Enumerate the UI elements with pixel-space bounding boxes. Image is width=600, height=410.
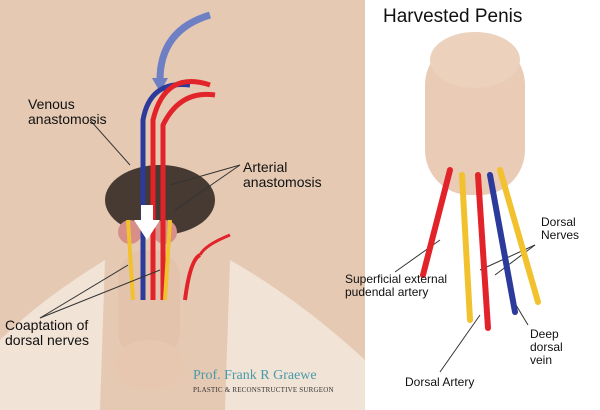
red-arrow bbox=[198, 233, 231, 256]
artery-left-2 bbox=[160, 91, 216, 300]
panel-title: Harvested Penis bbox=[383, 6, 523, 27]
signature-name: Prof. Frank R Graewe bbox=[193, 368, 317, 383]
pubic-area bbox=[105, 165, 215, 235]
dorsal-nerve-2 bbox=[497, 167, 541, 305]
label-dorsal-nerves: Dorsal Nerves bbox=[541, 215, 580, 242]
signature-subtitle: PLASTIC & RECONSTRUCTIVE SURGEON bbox=[193, 386, 334, 394]
dorsal-artery bbox=[475, 172, 491, 331]
flow-arrow-top bbox=[156, 11, 212, 81]
deep-dorsal-vein bbox=[487, 172, 518, 315]
label-coaptation: Coaptation of dorsal nerves bbox=[5, 317, 90, 348]
label-deep-dorsal-vein: Deep dorsal vein bbox=[530, 327, 563, 367]
artery-left-1 bbox=[150, 79, 211, 300]
dorsal-nerve-1 bbox=[459, 172, 473, 323]
white-arrow bbox=[134, 205, 160, 240]
label-venous-anastomosis: Venous anastomosis bbox=[28, 96, 107, 127]
nerve-left-1 bbox=[126, 219, 135, 301]
glans-left bbox=[114, 340, 184, 390]
label-arterial-anastomosis: Arterial anastomosis bbox=[243, 159, 322, 190]
label-superficial-artery: Superficial external pudendal artery bbox=[345, 272, 448, 299]
superficial-artery bbox=[420, 167, 453, 278]
label-dorsal-artery: Dorsal Artery bbox=[405, 375, 475, 389]
nerve-left-2 bbox=[163, 219, 172, 301]
